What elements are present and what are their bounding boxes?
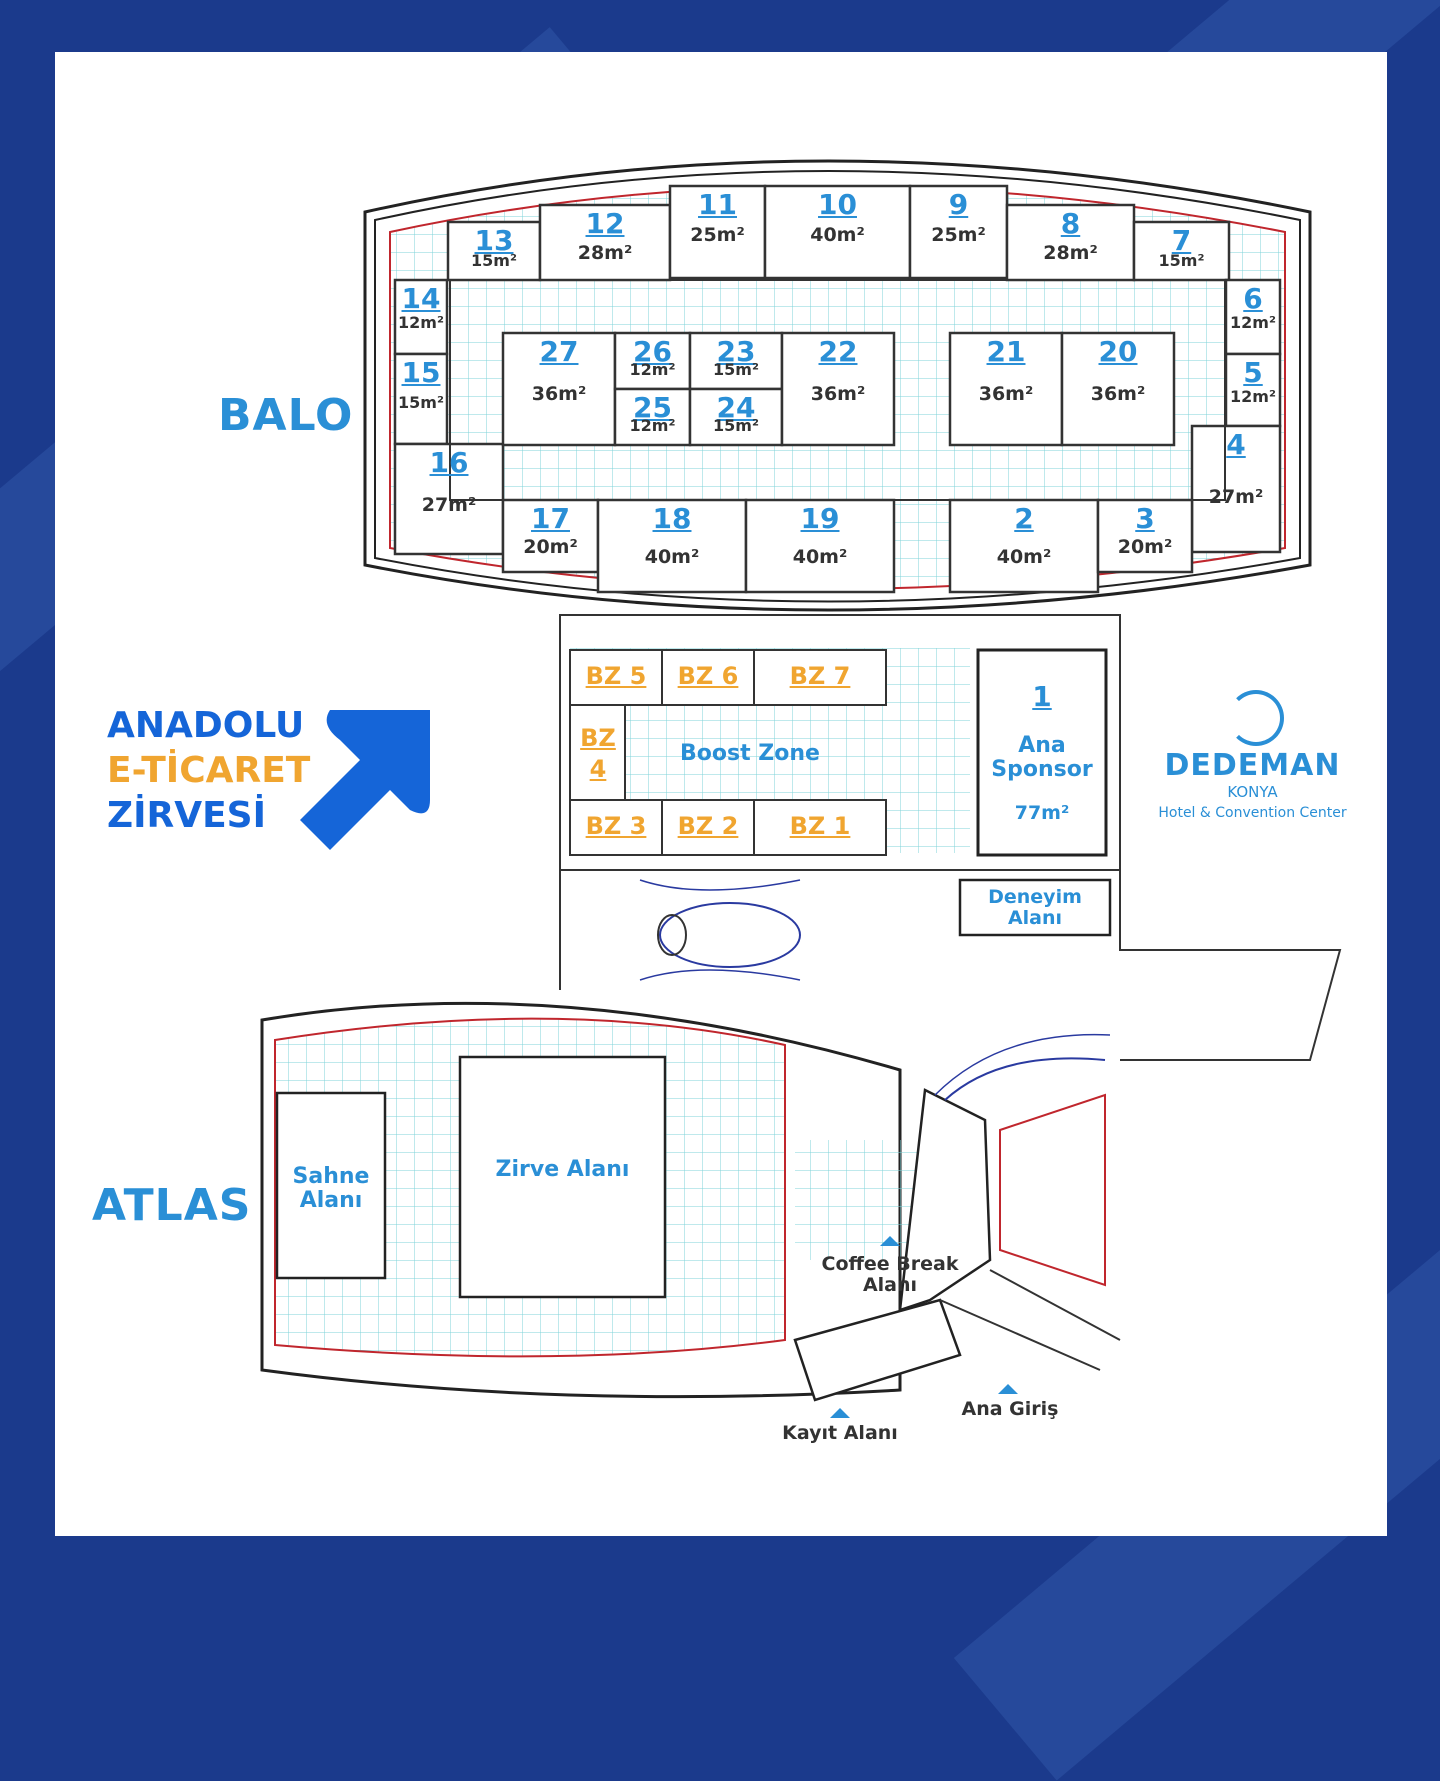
dedeman-logo-icon bbox=[1228, 690, 1284, 746]
booth-number[interactable]: 22 bbox=[818, 335, 858, 368]
booth-area: 36m² bbox=[1090, 383, 1146, 405]
stage-area-label: Alanı bbox=[299, 1188, 363, 1213]
booth-number[interactable]: 23 bbox=[716, 335, 756, 368]
booth-area: 40m² bbox=[810, 224, 865, 246]
booth-number[interactable]: 10 bbox=[818, 188, 857, 221]
boost-zone-label: BZ bbox=[580, 724, 616, 752]
booth-number[interactable]: 25 bbox=[633, 391, 672, 424]
booth-area: 15m² bbox=[713, 360, 759, 379]
sponsor-label-line2: Sponsor bbox=[991, 757, 1093, 782]
hall-label-atlas: ATLAS bbox=[92, 1180, 252, 1231]
balo-hall bbox=[363, 159, 1312, 612]
registration-area-label: Kayıt Alanı bbox=[782, 1422, 898, 1444]
boost-zone-label: BZ 5 bbox=[585, 662, 647, 690]
booth-area: 36m² bbox=[978, 383, 1034, 405]
boost-zone-label: BZ 1 bbox=[789, 812, 851, 840]
booth-area: 12m² bbox=[398, 313, 444, 332]
stage-area-label: Sahne bbox=[292, 1164, 370, 1189]
booth-number[interactable]: 20 bbox=[1098, 335, 1138, 368]
experience-area-label: Deneyim bbox=[988, 886, 1082, 908]
booth-number[interactable]: 14 bbox=[401, 282, 441, 315]
coffee-break-label: Alanı bbox=[862, 1274, 918, 1296]
booth-number[interactable]: 18 bbox=[652, 502, 692, 535]
booth-area: 36m² bbox=[810, 383, 866, 405]
booth-area: 40m² bbox=[644, 546, 700, 568]
booth-area: 15m² bbox=[471, 251, 517, 270]
booth-number[interactable]: 3 bbox=[1135, 502, 1155, 535]
hall-label-balo: BALO bbox=[218, 390, 354, 441]
event-arrow-icon bbox=[300, 710, 430, 850]
booth-area: 15m² bbox=[398, 393, 444, 412]
booth-number[interactable]: 2 bbox=[1014, 502, 1034, 535]
booth-area: 25m² bbox=[931, 224, 986, 246]
booth-area: 40m² bbox=[996, 546, 1052, 568]
booth-number[interactable]: 15 bbox=[401, 356, 441, 389]
sponsor-label-line1: Ana bbox=[1018, 733, 1066, 758]
booth-number[interactable]: 17 bbox=[531, 502, 570, 535]
booth-number[interactable]: 26 bbox=[633, 335, 672, 368]
booth-area: 40m² bbox=[792, 546, 848, 568]
boost-zone-label: BZ 2 bbox=[677, 812, 739, 840]
venue-city: KONYA bbox=[1227, 783, 1278, 801]
main-entrance-label: Ana Giriş bbox=[961, 1398, 1059, 1420]
booth-number[interactable]: 11 bbox=[698, 188, 737, 221]
booth-area: 15m² bbox=[1158, 251, 1205, 270]
booth-number[interactable]: 4 bbox=[1226, 428, 1246, 461]
summit-area-label: Zirve Alanı bbox=[495, 1157, 630, 1182]
booth-number[interactable]: 13 bbox=[474, 224, 514, 257]
booth-area: 28m² bbox=[1043, 242, 1098, 264]
event-title-line2: E-TİCARET bbox=[107, 750, 311, 791]
booth-area: 20m² bbox=[1117, 536, 1173, 558]
booth-area: 12m² bbox=[1230, 313, 1276, 332]
booth-number[interactable]: 9 bbox=[948, 188, 969, 221]
booth-number[interactable]: 16 bbox=[429, 446, 469, 479]
booth-area: 12m² bbox=[629, 360, 676, 379]
atlas-hall bbox=[260, 1001, 1121, 1418]
booth-number[interactable]: 27 bbox=[539, 335, 579, 368]
booth-number[interactable]: 8 bbox=[1060, 207, 1081, 240]
event-title-line3: ZİRVESİ bbox=[107, 795, 266, 836]
booth-area: 12m² bbox=[629, 416, 676, 435]
booth-area: 36m² bbox=[531, 383, 587, 405]
booth-number[interactable]: 24 bbox=[716, 391, 756, 424]
booth-number[interactable]: 12 bbox=[585, 207, 625, 240]
boost-zone-hall bbox=[559, 614, 1342, 1061]
boost-zone-title: Boost Zone bbox=[680, 741, 820, 766]
booth-area: 25m² bbox=[690, 224, 745, 246]
boost-zone-label: BZ 7 bbox=[789, 662, 851, 690]
booth-area: 28m² bbox=[577, 242, 633, 264]
booth-area: 12m² bbox=[1230, 387, 1276, 406]
boost-zone-label: BZ 3 bbox=[585, 812, 647, 840]
experience-area-label: Alanı bbox=[1007, 907, 1063, 929]
booth-number[interactable]: 5 bbox=[1243, 356, 1263, 389]
venue-subtitle: Hotel & Convention Center bbox=[1158, 805, 1347, 821]
floor-plan bbox=[260, 159, 1342, 1418]
boost-zone-label: 4 bbox=[589, 755, 607, 783]
booth-number[interactable]: 6 bbox=[1243, 282, 1263, 315]
coffee-break-label: Coffee Break bbox=[821, 1253, 959, 1275]
booth-area: 77m² bbox=[1014, 802, 1070, 824]
booth-number[interactable]: 21 bbox=[986, 335, 1026, 368]
booth-area: 20m² bbox=[523, 536, 578, 558]
boost-zone-label: BZ 6 bbox=[677, 662, 739, 690]
booth-area: 27m² bbox=[1208, 486, 1264, 508]
booth-number[interactable]: 7 bbox=[1171, 224, 1192, 257]
booth-area: 27m² bbox=[421, 494, 477, 516]
booth-area: 15m² bbox=[713, 416, 759, 435]
booth-number[interactable]: 1 bbox=[1032, 680, 1052, 713]
event-title-line1: ANADOLU bbox=[107, 705, 305, 746]
booth-number[interactable]: 19 bbox=[800, 502, 840, 535]
venue-name: DEDEMAN bbox=[1164, 748, 1341, 783]
